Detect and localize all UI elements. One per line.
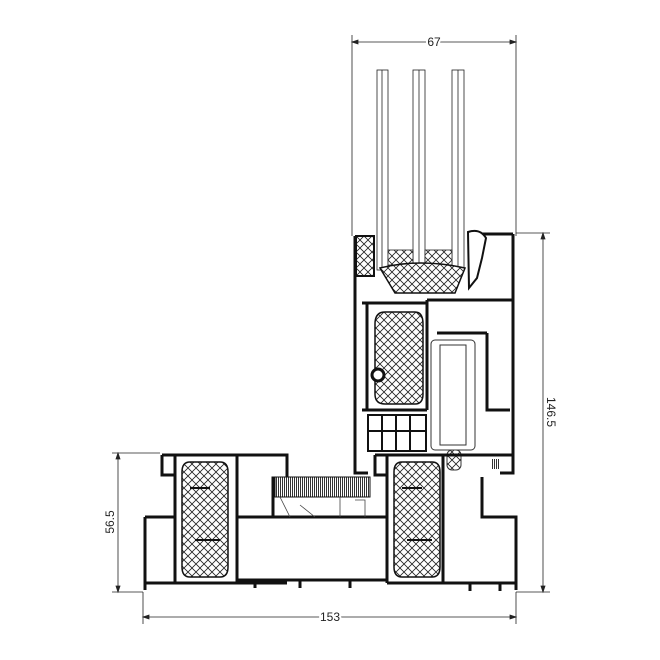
bottom-frame-left [143, 453, 289, 590]
insulation-left-lines [190, 487, 220, 541]
dimension-bottom-label: 153 [320, 610, 340, 624]
chamber-bar [367, 414, 427, 452]
dimension-left-label: 56.5 [103, 510, 117, 534]
brush-seal [492, 459, 500, 469]
triple-glazing [376, 69, 465, 271]
sash-gasket [370, 367, 386, 383]
dimension-right [516, 231, 550, 594]
insulation-right-lines [402, 487, 432, 541]
sash-insulation [374, 311, 424, 405]
threshold-detail [279, 496, 366, 518]
insulation-right [393, 461, 441, 578]
glazing-bead [355, 229, 488, 294]
dimension-left [112, 451, 160, 594]
dimension-top-label: 67 [427, 35, 441, 49]
dimension-right-label: 146.5 [544, 397, 558, 427]
bottom-frame-right [373, 453, 518, 591]
threshold-floor [237, 515, 387, 588]
threshold-hatch [274, 476, 371, 498]
insulation-left [181, 461, 229, 578]
dimension-top [350, 35, 518, 236]
dimension-bottom [141, 592, 518, 624]
sliding-hardware [430, 339, 476, 471]
